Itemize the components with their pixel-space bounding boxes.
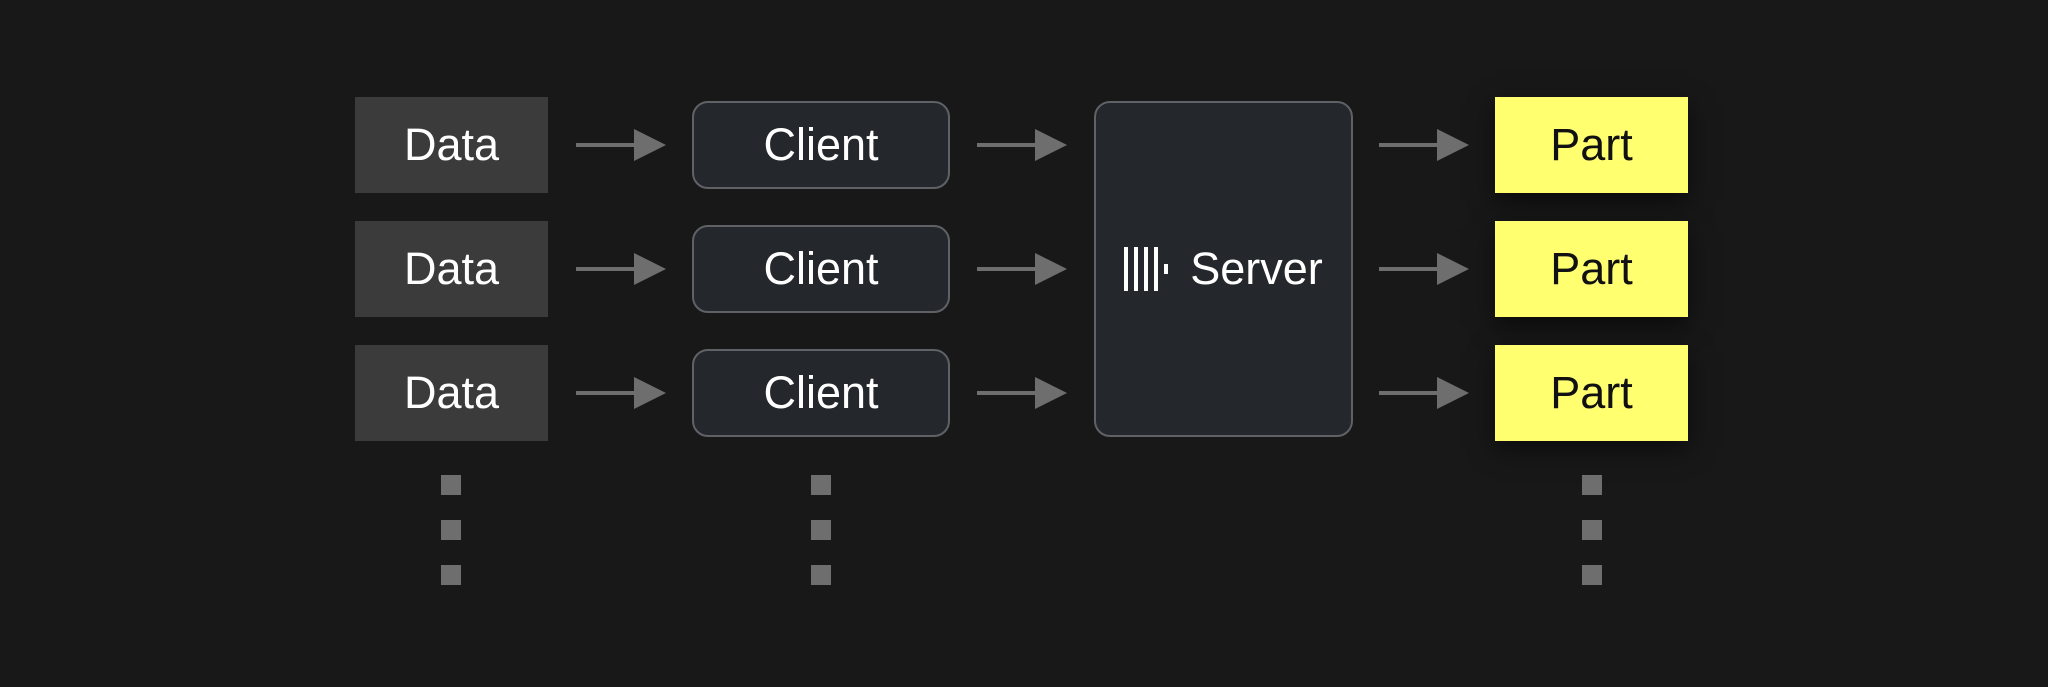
ellipsis-dot xyxy=(1582,520,1602,540)
clickhouse-bars-icon xyxy=(1124,247,1170,291)
data-node-1: Data xyxy=(355,97,548,193)
data-node-2: Data xyxy=(355,221,548,317)
ellipsis-dot xyxy=(811,520,831,540)
part-node-2: Part xyxy=(1495,221,1688,317)
ellipsis-dot xyxy=(441,520,461,540)
ellipsis-dot xyxy=(441,475,461,495)
ellipsis-dot xyxy=(811,565,831,585)
ellipsis-dot xyxy=(1582,475,1602,495)
server-node: Server xyxy=(1094,101,1353,437)
client-node-1: Client xyxy=(692,101,950,189)
part-node-1: Part xyxy=(1495,97,1688,193)
ellipsis-dot xyxy=(441,565,461,585)
client-node-3: Client xyxy=(692,349,950,437)
ellipsis-dot xyxy=(811,475,831,495)
client-node-2: Client xyxy=(692,225,950,313)
data-node-3: Data xyxy=(355,345,548,441)
part-node-3: Part xyxy=(1495,345,1688,441)
server-label: Server xyxy=(1190,243,1323,294)
ellipsis-dot xyxy=(1582,565,1602,585)
